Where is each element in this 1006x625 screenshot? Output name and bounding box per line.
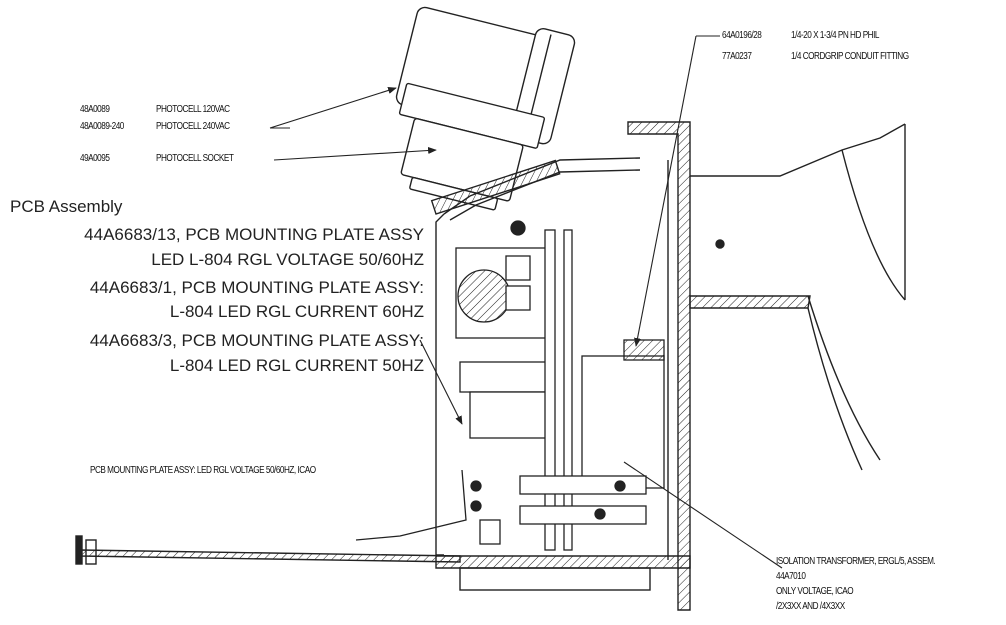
transformer-line-4: /2X3XX AND /4X3XX — [776, 601, 845, 612]
photocell-socket-desc: PHOTOCELL SOCKET — [156, 153, 234, 164]
screw-part: 64A0196/28 — [722, 30, 762, 41]
photocell-240-part: 48A0089-240 — [80, 121, 124, 132]
transformer-line-3: ONLY VOLTAGE, ICAO — [776, 586, 854, 597]
photocell-120-desc: PHOTOCELL 120VAC — [156, 104, 230, 115]
pcb-assembly-line-3: 44A6683/1, PCB MOUNTING PLATE ASSY: — [89, 278, 424, 297]
screw-desc: 1/4-20 X 1-3/4 PN HD PHIL — [791, 30, 879, 41]
pcb-plate-icao-label: PCB MOUNTING PLATE ASSY: LED RGL VOLTAGE… — [90, 465, 316, 476]
photocell-240-desc: PHOTOCELL 240VAC — [156, 121, 230, 132]
pcb-internals — [355, 220, 665, 551]
photocell-120-part: 48A0089 — [80, 104, 110, 115]
pcb-assembly-line-4: L-804 LED RGL CURRENT 60HZ — [169, 302, 424, 321]
pcb-assembly-heading: PCB Assembly — [10, 197, 123, 216]
photocell-socket-part: 49A0095 — [80, 153, 110, 164]
pcb-assembly-line-6: L-804 LED RGL CURRENT 50HZ — [169, 356, 424, 375]
cordgrip-part: 77A0237 — [722, 51, 752, 62]
leader-lines — [269, 35, 783, 569]
transformer-line-2: 44A7010 — [776, 571, 806, 582]
pcb-assembly-line-2: LED L-804 RGL VOLTAGE 50/60HZ — [151, 250, 424, 269]
enclosure-housing — [75, 121, 906, 611]
transformer-line-1: ISOLATION TRANSFORMER, ERGL/5, ASSEM. — [776, 556, 936, 567]
cordgrip-desc: 1/4 CORDGRIP CONDUIT FITTING — [791, 51, 909, 62]
pcb-assembly-line-5: 44A6683/3, PCB MOUNTING PLATE ASSY: — [89, 331, 424, 350]
pcb-assembly-line-1: 44A6683/13, PCB MOUNTING PLATE ASSY — [84, 225, 424, 244]
